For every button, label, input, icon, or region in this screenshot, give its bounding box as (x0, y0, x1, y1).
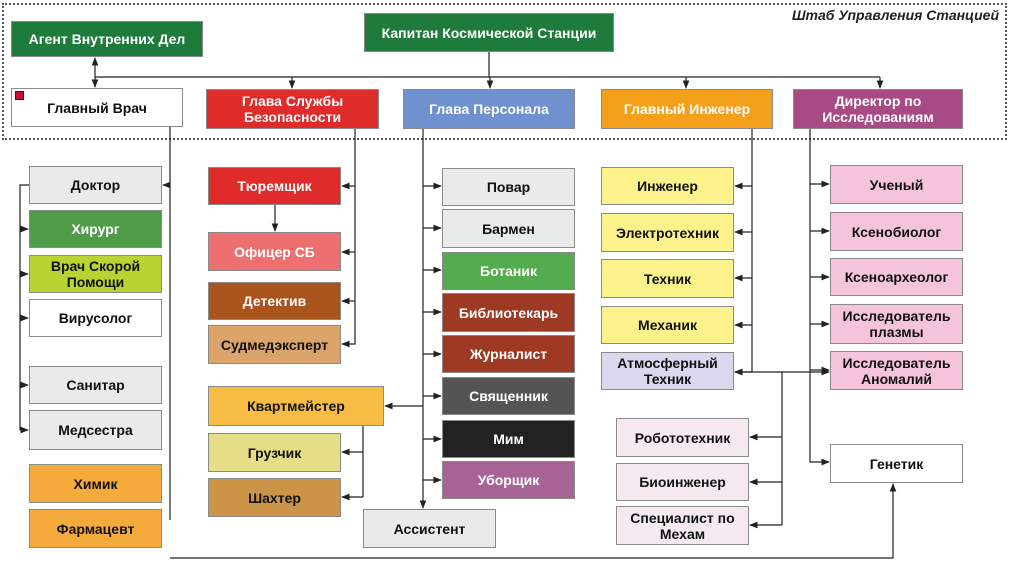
mime-node[interactable]: Мим (442, 420, 575, 458)
head-of-security-node[interactable]: Глава Службы Безопасности (206, 89, 379, 129)
cargo-loader-node[interactable]: Грузчик (208, 433, 341, 472)
mechanic-node[interactable]: Механик (601, 306, 734, 344)
surgeon-node[interactable]: Хирург (29, 210, 162, 248)
janitor-node[interactable]: Уборщик (442, 461, 575, 499)
quartermaster-node[interactable]: Квартмейстер (208, 386, 384, 426)
mech-specialist-node[interactable]: Специалист по Мехам (616, 506, 749, 545)
paramedic-node[interactable]: Врач Скорой Помощи (29, 255, 162, 293)
bioengineer-node[interactable]: Биоинженер (616, 463, 749, 501)
journalist-node[interactable]: Журналист (442, 335, 575, 373)
chief-engineer-node[interactable]: Главный Инженер (601, 89, 773, 129)
atmospheric-technician-node[interactable]: Атмосферный Техник (601, 352, 734, 390)
chaplain-node[interactable]: Священник (442, 377, 575, 415)
pharmacist-node[interactable]: Фармацевт (29, 509, 162, 548)
chemist-node[interactable]: Химик (29, 464, 162, 503)
technician-node[interactable]: Техник (601, 259, 734, 298)
forensic-examiner-node[interactable]: Судмедэксперт (208, 325, 341, 364)
chief-medical-officer-node[interactable]: Главный Врач (11, 88, 183, 127)
botanist-node[interactable]: Ботаник (442, 252, 575, 290)
doctor-group-rail (19, 184, 29, 430)
station-hq-frame (2, 3, 1007, 140)
engineer-node[interactable]: Инженер (601, 167, 734, 205)
electrician-node[interactable]: Электротехник (601, 213, 734, 252)
plasma-researcher-node[interactable]: Исследователь плазмы (830, 304, 963, 344)
librarian-node[interactable]: Библиотекарь (442, 293, 575, 332)
warden-node[interactable]: Тюремщик (208, 167, 341, 205)
miner-node[interactable]: Шахтер (208, 478, 341, 517)
head-of-personnel-node[interactable]: Глава Персонала (403, 89, 575, 129)
geneticist-link (170, 483, 897, 559)
detective-node[interactable]: Детектив (208, 282, 341, 320)
geneticist-node[interactable]: Генетик (830, 444, 963, 483)
xenoarchaeologist-node[interactable]: Ксеноархеолог (830, 258, 963, 296)
scientist-node[interactable]: Ученый (830, 165, 963, 204)
captain-node[interactable]: Капитан Космической Станции (364, 13, 614, 52)
orderly-node[interactable]: Санитар (29, 366, 162, 404)
roboticist-node[interactable]: Робототехник (616, 418, 749, 457)
ce-trunk (734, 129, 753, 376)
rd-trunk (809, 129, 830, 466)
internal-affairs-agent-node[interactable]: Агент Внутренних Дел (11, 21, 203, 57)
cook-node[interactable]: Повар (442, 168, 575, 206)
security-officer-node[interactable]: Офицер СБ (208, 232, 341, 271)
station-hq-title: Штаб Управления Станцией (791, 7, 999, 23)
bartender-node[interactable]: Бармен (442, 209, 575, 248)
doctor-node[interactable]: Доктор (29, 166, 162, 204)
hos-trunk (341, 129, 356, 348)
research-director-node[interactable]: Директор по Исследованиям (793, 89, 963, 129)
nurse-node[interactable]: Медсестра (29, 410, 162, 450)
red-marker-icon (15, 91, 24, 100)
virologist-node[interactable]: Вирусолог (29, 299, 162, 337)
anomaly-researcher-node[interactable]: Исследователь Аномалий (830, 351, 963, 390)
assistant-node[interactable]: Ассистент (363, 509, 496, 548)
xenobiologist-node[interactable]: Ксенобиолог (830, 212, 963, 251)
